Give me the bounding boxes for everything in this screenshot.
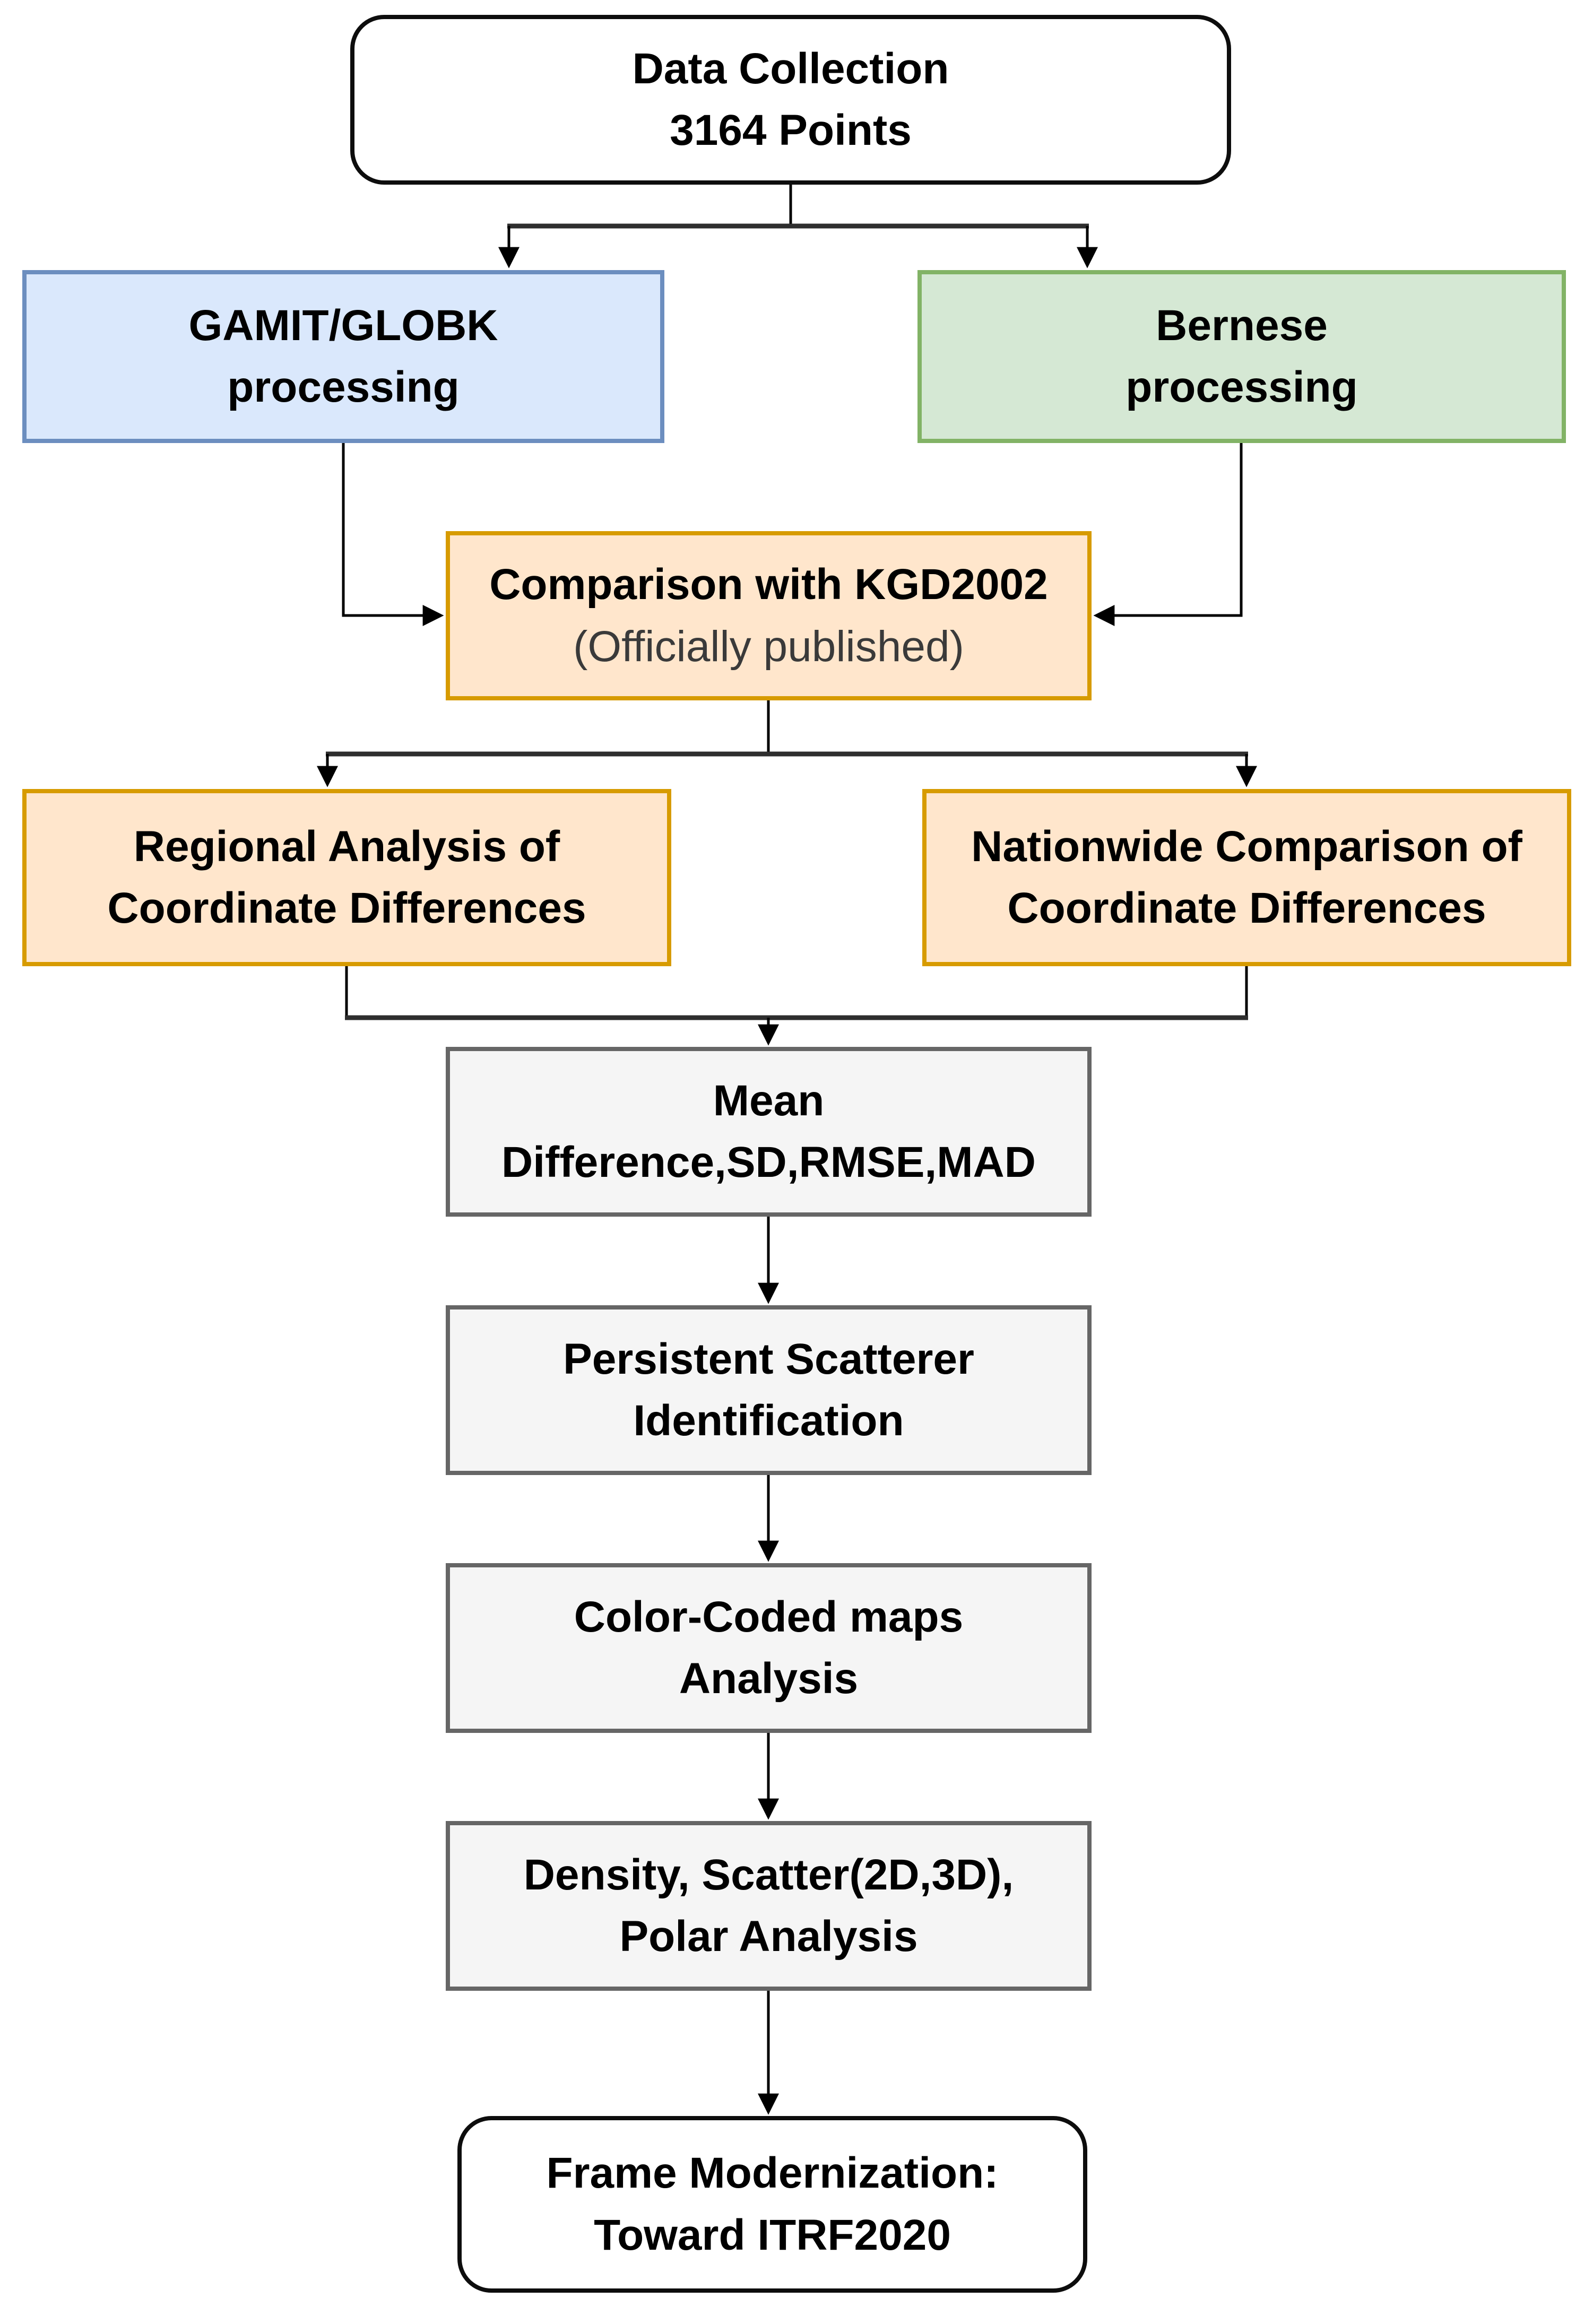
node-label-line: 3164 Points bbox=[670, 106, 912, 154]
node-persistent-scatterer-identification: Persistent Scatterer Identification bbox=[446, 1305, 1092, 1475]
node-label-line: processing bbox=[1126, 363, 1358, 411]
node-comparison-kgd2002: Comparison with KGD2002 (Officially publ… bbox=[446, 531, 1092, 700]
node-gamit-globk-processing: GAMIT/GLOBK processing bbox=[22, 270, 664, 443]
node-label-line: Nationwide Comparison of bbox=[971, 822, 1522, 871]
node-color-coded-maps-analysis: Color-Coded maps Analysis bbox=[446, 1563, 1092, 1733]
node-label-line: Analysis bbox=[679, 1654, 859, 1703]
node-label-line: Persistent Scatterer bbox=[563, 1334, 974, 1383]
node-label-line: GAMIT/GLOBK bbox=[188, 301, 498, 350]
node-label-line: Toward ITRF2020 bbox=[594, 2210, 951, 2259]
node-regional-analysis: Regional Analysis of Coordinate Differen… bbox=[22, 789, 671, 966]
node-density-scatter-polar-analysis: Density, Scatter(2D,3D), Polar Analysis bbox=[446, 1821, 1092, 1991]
node-label-line: Regional Analysis of bbox=[133, 822, 560, 871]
node-label-line: Frame Modernization: bbox=[546, 2149, 999, 2198]
node-mean-difference-stats: Mean Difference,SD,RMSE,MAD bbox=[446, 1047, 1092, 1217]
node-label-line: Density, Scatter(2D,3D), bbox=[523, 1850, 1014, 1899]
connector-bernese-to-comparison bbox=[1093, 443, 1243, 626]
node-data-collection: Data Collection 3164 Points bbox=[350, 15, 1231, 185]
node-label-line: Identification bbox=[633, 1397, 904, 1445]
node-label-line: Data Collection bbox=[632, 44, 949, 93]
node-label-line: Coordinate Differences bbox=[107, 884, 586, 932]
node-label-line: Comparison with KGD2002 bbox=[489, 560, 1048, 609]
node-label-line: Coordinate Differences bbox=[1007, 884, 1486, 932]
node-sublabel-line: (Officially published) bbox=[573, 622, 964, 671]
node-frame-modernization: Frame Modernization: Toward ITRF2020 bbox=[457, 2116, 1087, 2293]
node-label-line: Bernese bbox=[1156, 301, 1328, 350]
node-label-line: Color-Coded maps bbox=[574, 1592, 964, 1641]
node-nationwide-comparison: Nationwide Comparison of Coordinate Diff… bbox=[922, 789, 1571, 966]
node-label-line: Difference,SD,RMSE,MAD bbox=[501, 1138, 1036, 1186]
node-label-line: Mean bbox=[713, 1076, 825, 1125]
connector-gamit-to-comparison bbox=[342, 443, 444, 626]
node-bernese-processing: Bernese processing bbox=[917, 270, 1566, 443]
node-label-line: processing bbox=[227, 363, 460, 411]
node-label-line: Polar Analysis bbox=[619, 1912, 918, 1961]
